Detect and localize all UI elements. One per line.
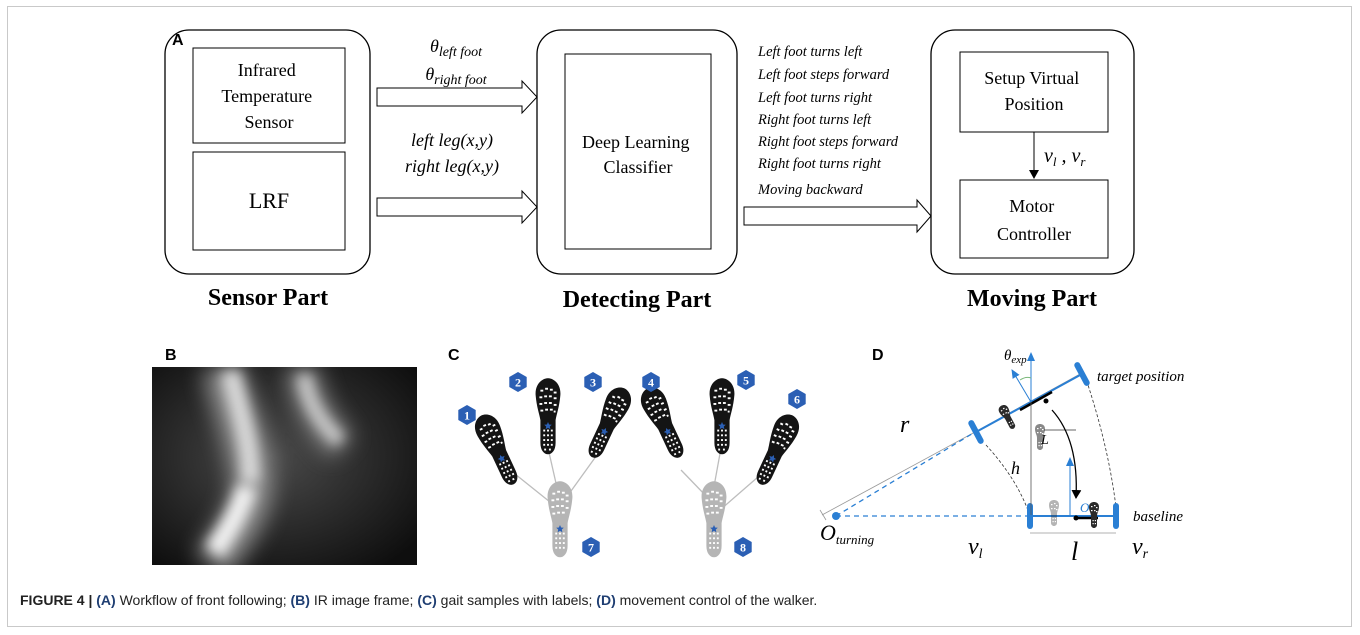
walker-labels: θexp target position r L h O Oturning ba… — [820, 348, 1184, 566]
gait-label: Right foot turns right — [757, 156, 882, 172]
panel-b-letter: B — [165, 347, 177, 364]
panel-a-letter: A — [172, 32, 184, 49]
hollow-arrow-3 — [743, 198, 932, 234]
vr-label: vr — [1132, 534, 1149, 562]
svg-text:6: 6 — [794, 393, 800, 407]
right-leg-label: right leg(x,y) — [405, 156, 499, 177]
marker-7: 7 — [582, 537, 600, 557]
ir-image-frame — [152, 367, 417, 565]
caption-c-text: gait samples with labels; — [436, 592, 597, 608]
walker-diagram — [819, 352, 1119, 534]
gait-label: Right foot steps forward — [757, 134, 899, 150]
virtual-position-box — [959, 51, 1109, 133]
vl-label: vl — [968, 534, 983, 562]
moving-part-box — [930, 29, 1135, 275]
virtual-position-label: Setup Virtual Position — [984, 68, 1084, 114]
svg-text:1: 1 — [464, 409, 470, 423]
svg-text:4: 4 — [648, 376, 654, 390]
shoe-sample-8 — [701, 481, 727, 558]
theta-right-foot-label: θright foot — [425, 64, 487, 88]
moving-part-caption: Moving Part — [967, 286, 1097, 312]
caption-d-label: (D) — [596, 592, 616, 608]
h-label: h — [1011, 458, 1020, 478]
shoe-sample-5 — [709, 378, 735, 455]
gait-samples — [470, 378, 804, 558]
marker-8: 8 — [734, 537, 752, 557]
gait-label: Left foot turns right — [757, 90, 873, 106]
marker-3: 3 — [584, 372, 602, 392]
hollow-arrow-1 — [376, 79, 538, 115]
r-label: r — [900, 412, 910, 438]
caption-d-text: movement control of the walker. — [615, 592, 818, 608]
shoe-sample-2 — [535, 378, 561, 455]
figure-number: FIGURE 4 | — [20, 592, 93, 608]
shoe-sample-3 — [581, 383, 636, 463]
left-leg-label: left leg(x,y) — [411, 130, 493, 151]
marker-6: 6 — [788, 389, 806, 409]
lrf-label: LRF — [249, 188, 289, 213]
classifier-box — [564, 53, 712, 250]
svg-text:2: 2 — [515, 376, 521, 390]
marker-1: 1 — [458, 405, 476, 425]
svg-text:5: 5 — [743, 374, 749, 388]
shoe-sample-4 — [636, 383, 691, 463]
figure-caption: FIGURE 4 | (A) Workflow of front followi… — [20, 592, 1340, 608]
hollow-arrow-2 — [376, 189, 538, 225]
sensor-part-caption: Sensor Part — [208, 285, 328, 311]
gait-labels-list: Left foot turns left Left foot steps for… — [757, 44, 899, 198]
L-label: L — [1040, 433, 1049, 448]
classifier-label: Deep Learning Classifier — [582, 132, 694, 177]
theta-left-foot-label: θleft foot — [430, 36, 483, 60]
lrf-box — [192, 151, 346, 251]
infrared-sensor-label: Infrared Temperature Sensor — [221, 60, 316, 132]
marker-5: 5 — [737, 370, 755, 390]
target-position-label: target position — [1097, 369, 1184, 385]
caption-a-label: (A) — [96, 592, 116, 608]
gait-label: Left foot turns left — [757, 44, 863, 60]
shoe-sample-6 — [749, 410, 804, 490]
O-label: O — [1080, 500, 1090, 515]
detecting-part-box — [536, 29, 738, 275]
sample-markers: 1 2 3 4 5 6 7 8 — [458, 370, 806, 557]
panel-d-letter: D — [872, 347, 884, 364]
theta-exp-label: θexp — [1004, 348, 1027, 366]
gait-label: Left foot steps forward — [757, 67, 890, 83]
gait-label: Right foot turns left — [757, 112, 872, 128]
sensor-part-box — [164, 29, 371, 275]
motor-controller-label: Motor Controller — [997, 196, 1071, 244]
caption-b-label: (B) — [290, 592, 310, 608]
l-label: l — [1071, 537, 1078, 566]
panel-c-letter: C — [448, 347, 460, 364]
O-turning-label: Oturning — [820, 520, 875, 547]
caption-b-text: IR image frame; — [309, 592, 418, 608]
svg-text:3: 3 — [590, 376, 596, 390]
figure-frame — [7, 6, 1352, 627]
infrared-sensor-box — [192, 47, 346, 144]
marker-2: 2 — [509, 372, 527, 392]
shoe-sample-7 — [547, 481, 573, 558]
gait-label: Moving backward — [757, 182, 863, 198]
detecting-part-caption: Detecting Part — [563, 287, 712, 313]
shoe-sample-1 — [470, 410, 525, 490]
marker-4: 4 — [642, 372, 660, 392]
svg-text:8: 8 — [740, 541, 746, 555]
svg-text:7: 7 — [588, 541, 594, 555]
motor-controller-box — [959, 179, 1109, 259]
caption-c-label: (C) — [417, 592, 437, 608]
caption-a-text: Workflow of front following; — [115, 592, 291, 608]
baseline-label: baseline — [1133, 509, 1183, 525]
velocity-label: vl , vr — [1044, 145, 1086, 169]
